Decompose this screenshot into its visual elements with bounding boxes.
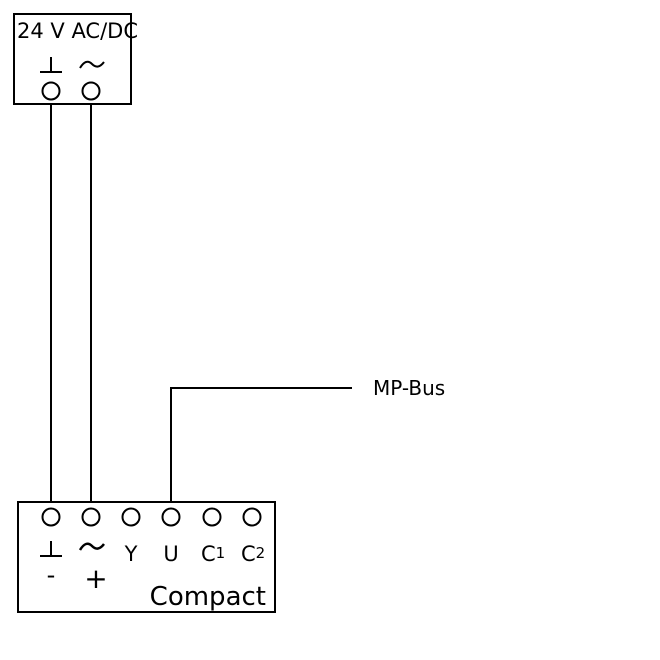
terminal-c1-sub: 1	[216, 544, 226, 562]
terminal-u	[161, 507, 181, 527]
terminal-c2-letter: C	[241, 542, 256, 566]
power-supply: 24 V AC/DC	[13, 13, 138, 105]
terminal-y	[121, 507, 141, 527]
actuator-label: Compact	[150, 582, 266, 612]
wire-mp-bus	[170, 387, 352, 502]
wires	[50, 104, 352, 502]
mp-bus-label: MP-Bus	[373, 376, 445, 400]
power-terminal-ground	[41, 81, 61, 101]
polarity-plus: +	[84, 562, 107, 595]
terminal-c2-sub: 2	[256, 544, 266, 562]
ground-icon	[40, 541, 62, 557]
actuator: - + Y U C1 C2 Compact	[17, 501, 276, 613]
power-supply-label: 24 V AC/DC	[17, 19, 138, 43]
terminal-c1-letter: C	[201, 542, 216, 566]
actuator-box	[17, 501, 276, 613]
terminal-c1	[202, 507, 222, 527]
power-supply-box	[13, 13, 132, 105]
ac-tilde-icon	[79, 60, 105, 69]
terminal-2	[81, 507, 101, 527]
ac-tilde-icon	[78, 542, 105, 551]
terminal-label-c1: C1	[201, 542, 225, 566]
terminal-label-c2: C2	[241, 542, 265, 566]
polarity-minus: -	[47, 561, 56, 589]
terminal-1	[41, 507, 61, 527]
power-terminal-ac	[81, 81, 101, 101]
terminal-label-y: Y	[124, 542, 138, 566]
terminal-label-u: U	[163, 542, 178, 566]
ground-icon	[40, 57, 62, 73]
terminal-c2	[242, 507, 262, 527]
